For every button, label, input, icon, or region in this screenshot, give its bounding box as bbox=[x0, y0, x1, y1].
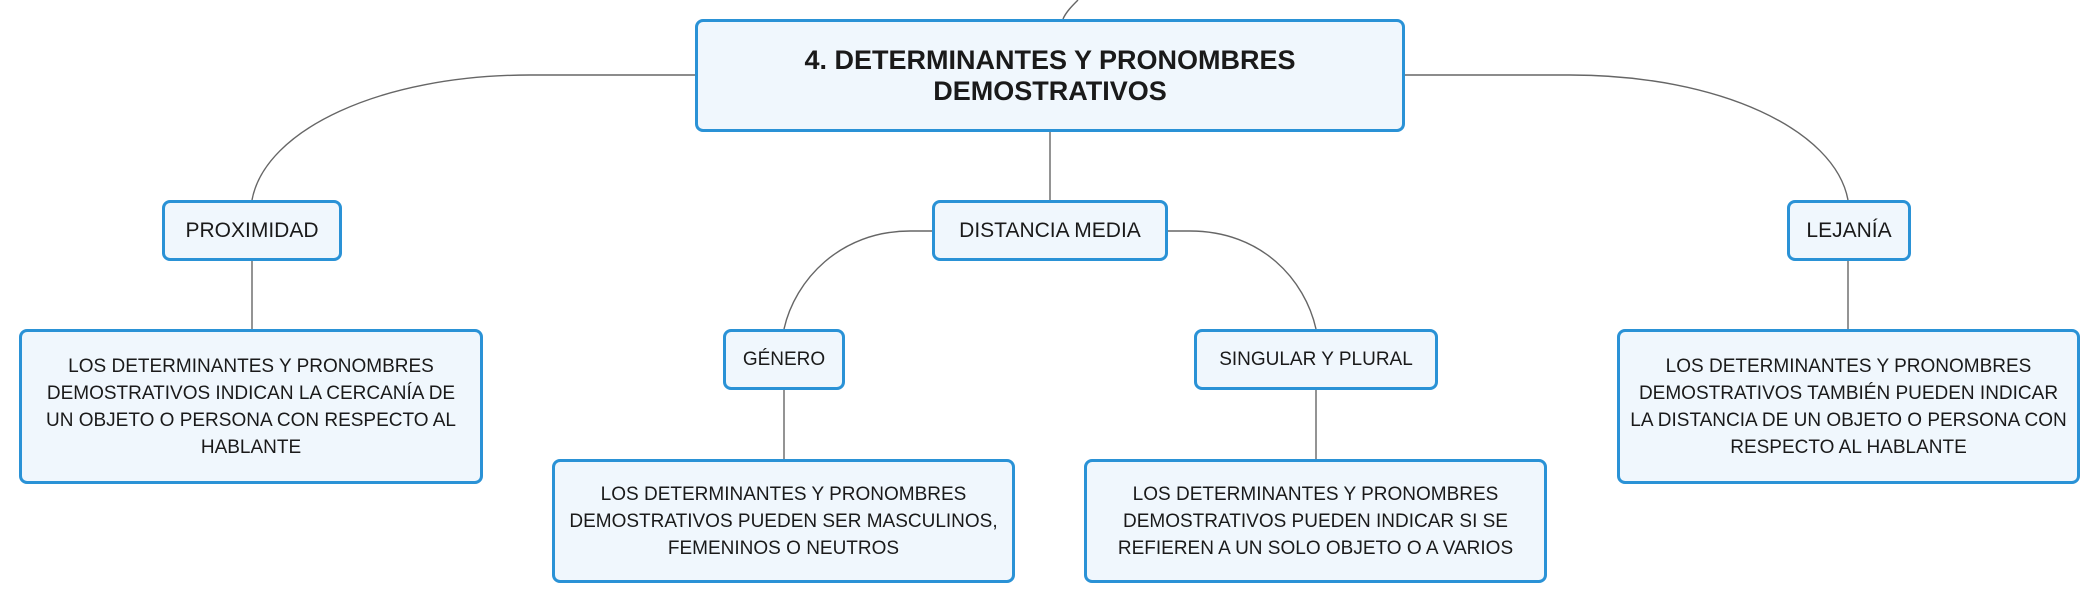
description-text-proximidad: LOS DETERMINANTES Y PRONOMBRES DEMOSTRAT… bbox=[45, 355, 456, 458]
topic-label-proximidad: PROXIMIDAD bbox=[185, 218, 319, 242]
topic-label-distancia-media: DISTANCIA MEDIA bbox=[959, 218, 1141, 242]
topic-node-distancia-media[interactable]: DISTANCIA MEDIA bbox=[932, 200, 1168, 261]
connector-root-to-proximidad bbox=[251, 74, 695, 201]
connector-distancia-to-genero bbox=[783, 230, 932, 330]
description-node-genero[interactable]: LOS DETERMINANTES Y PRONOMBRES DEMOSTRAT… bbox=[552, 459, 1015, 583]
description-text-genero: LOS DETERMINANTES Y PRONOMBRES DEMOSTRAT… bbox=[569, 483, 998, 559]
description-node-proximidad[interactable]: LOS DETERMINANTES Y PRONOMBRES DEMOSTRAT… bbox=[19, 329, 483, 484]
connector-root-to-lejania bbox=[1405, 74, 1849, 201]
subtopic-label-genero: GÉNERO bbox=[742, 348, 826, 370]
description-text-singular-plural: LOS DETERMINANTES Y PRONOMBRES DEMOSTRAT… bbox=[1117, 483, 1514, 559]
connector-parent-to-root bbox=[1062, 0, 1079, 20]
connector-distancia-to-singular bbox=[1168, 230, 1317, 330]
topic-node-lejania[interactable]: LEJANÍA bbox=[1787, 200, 1911, 261]
root-topic-label: 4. DETERMINANTES Y PRONOMBRES DEMOSTRATI… bbox=[804, 44, 1296, 106]
description-node-lejania[interactable]: LOS DETERMINANTES Y PRONOMBRES DEMOSTRAT… bbox=[1617, 329, 2080, 484]
subtopic-node-singular-plural[interactable]: SINGULAR Y PLURAL bbox=[1194, 329, 1438, 390]
topic-label-lejania: LEJANÍA bbox=[1806, 218, 1892, 242]
description-text-lejania: LOS DETERMINANTES Y PRONOMBRES DEMOSTRAT… bbox=[1630, 355, 2067, 458]
description-node-singular-plural[interactable]: LOS DETERMINANTES Y PRONOMBRES DEMOSTRAT… bbox=[1084, 459, 1547, 583]
subtopic-label-singular-plural: SINGULAR Y PLURAL bbox=[1219, 348, 1413, 370]
root-topic-node[interactable]: 4. DETERMINANTES Y PRONOMBRES DEMOSTRATI… bbox=[695, 19, 1405, 132]
topic-node-proximidad[interactable]: PROXIMIDAD bbox=[162, 200, 342, 261]
subtopic-node-genero[interactable]: GÉNERO bbox=[723, 329, 845, 390]
